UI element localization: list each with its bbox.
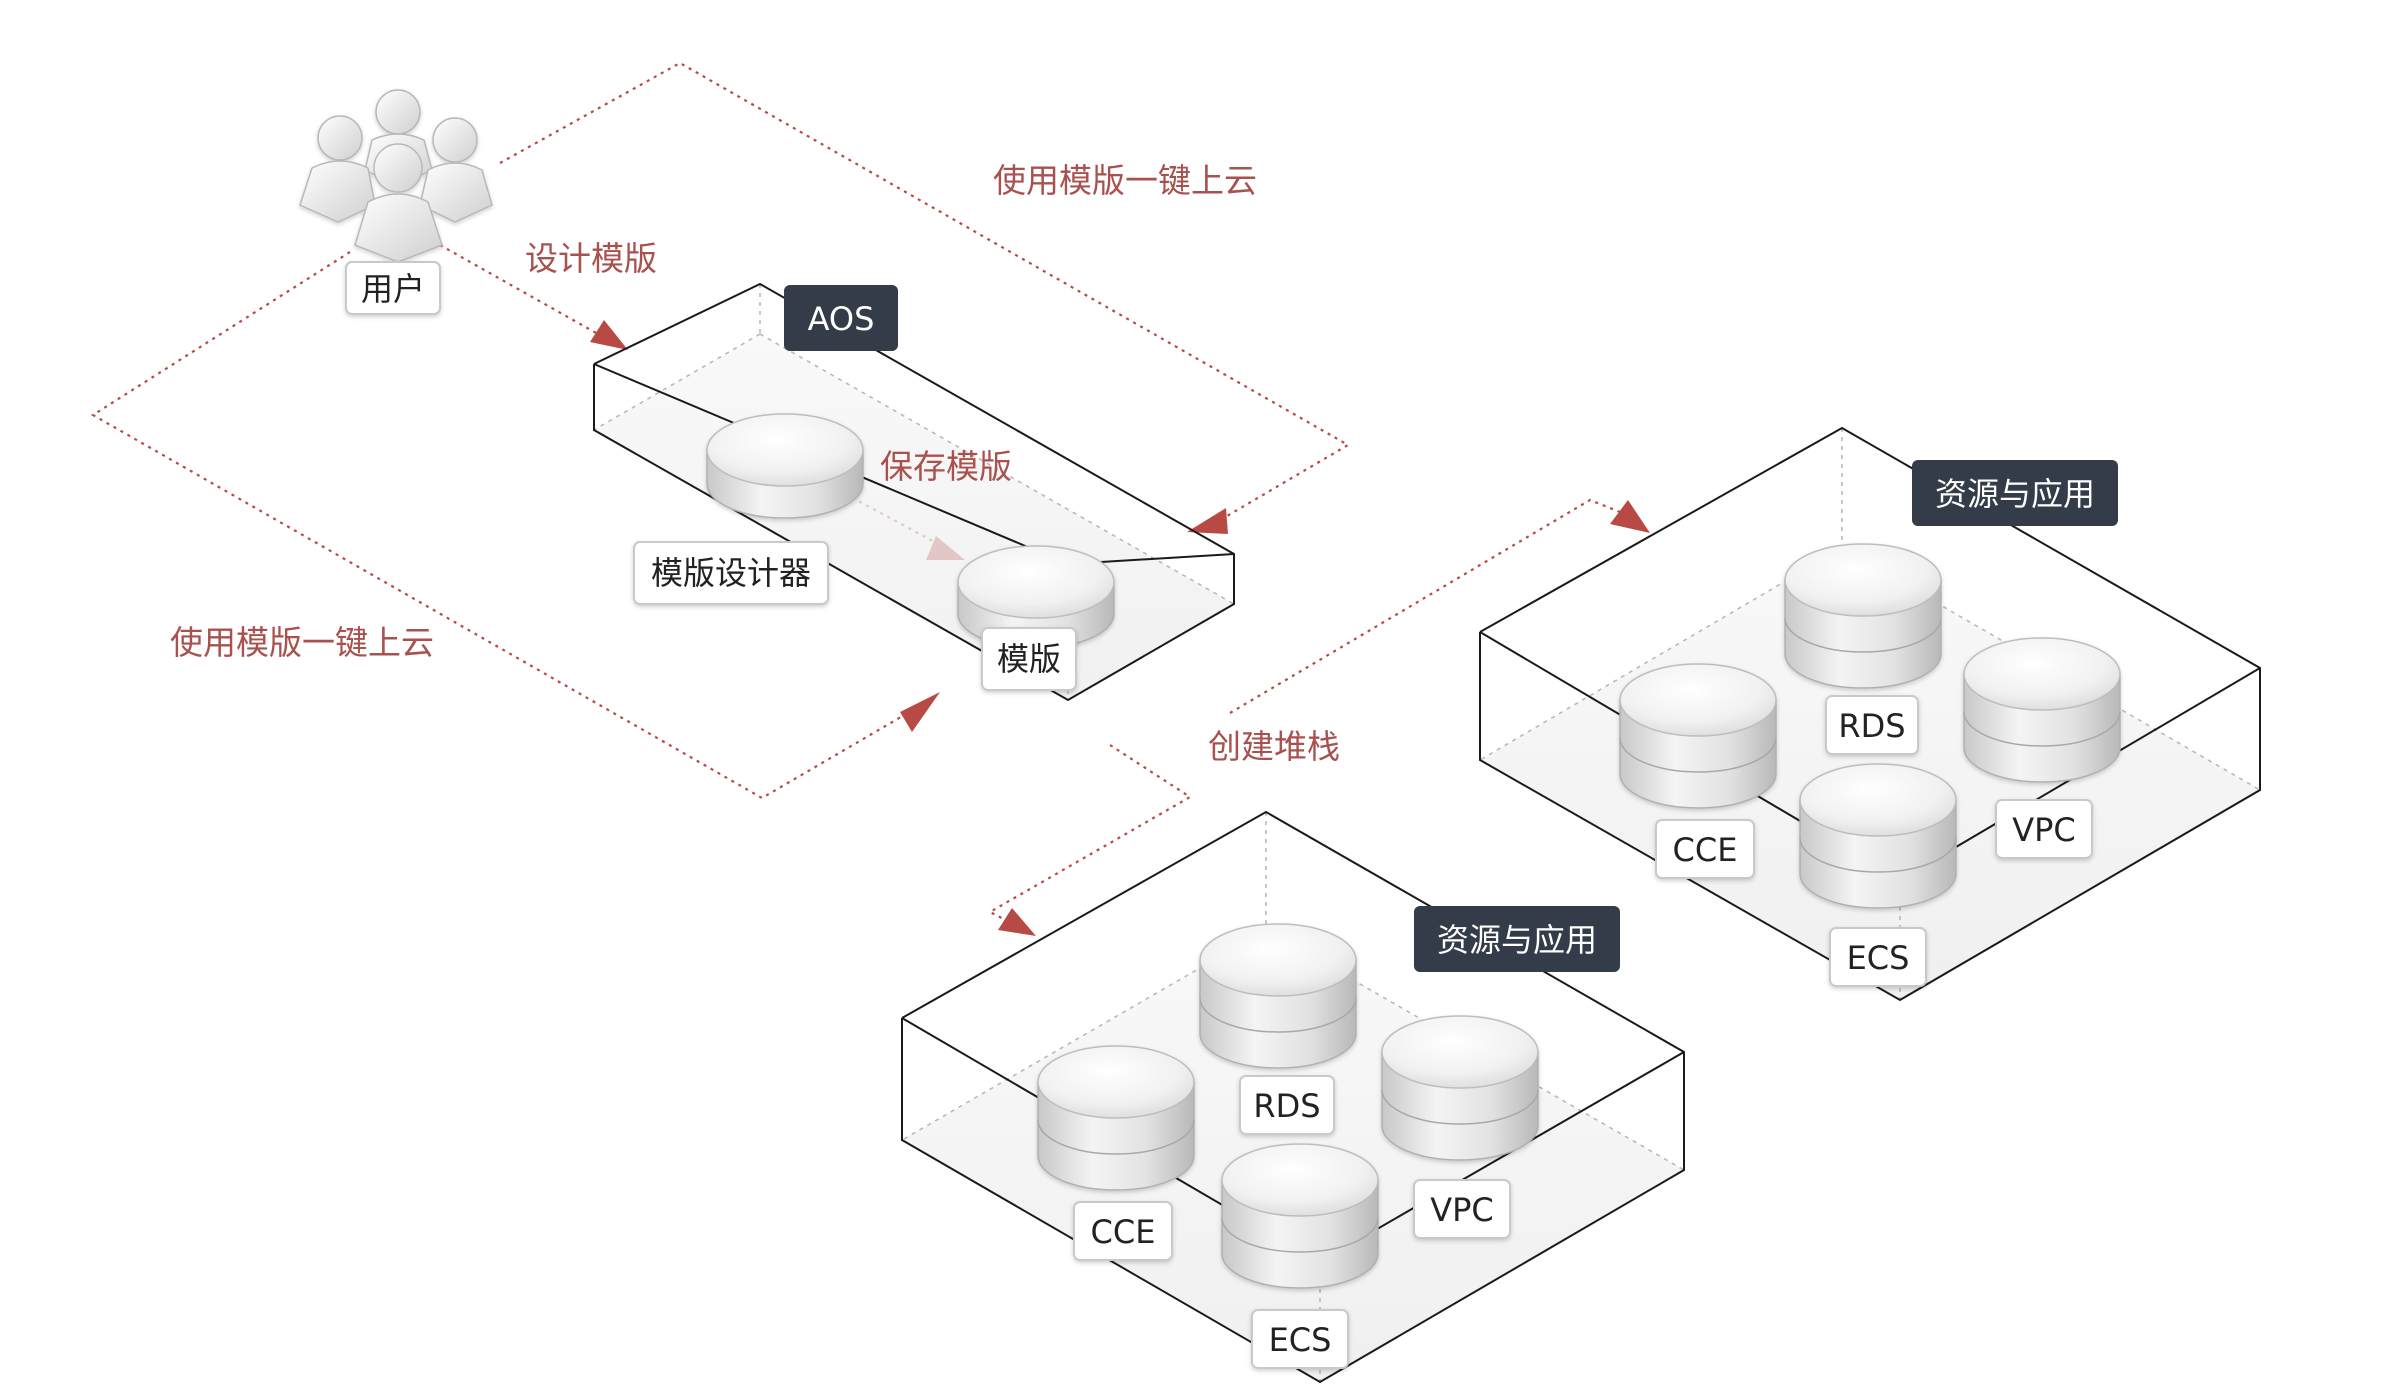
cce-cylinder-right xyxy=(1619,663,1777,809)
arrow-bottom-stack-head xyxy=(998,908,1036,936)
aos-box xyxy=(593,282,1235,702)
vpc-label-right: VPC xyxy=(1995,799,2093,859)
ecs-label-bottom: ECS xyxy=(1251,1309,1349,1369)
vpc-label-bottom: VPC xyxy=(1413,1179,1511,1239)
rds-label-right-text: RDS xyxy=(1838,707,1905,745)
flow-design-label: 设计模版 xyxy=(525,239,657,278)
flow-deploy-left-label: 使用模版一键上云 xyxy=(170,623,434,662)
cce-label-right-text: CCE xyxy=(1673,831,1738,869)
rds-cylinder-right xyxy=(1784,543,1942,689)
template-label-text: 模版 xyxy=(997,640,1061,678)
template-designer-label: 模版设计器 xyxy=(633,541,829,605)
cce-label-right: CCE xyxy=(1655,819,1755,879)
arrow-left-head xyxy=(900,692,940,732)
aos-tag: AOS xyxy=(784,285,898,351)
aos-tag-text: AOS xyxy=(808,300,875,338)
template-designer-label-text: 模版设计器 xyxy=(651,554,811,592)
flow-save-label: 保存模版 xyxy=(880,447,1012,486)
arrow-design-head xyxy=(590,320,628,350)
ecs-cylinder-bottom xyxy=(1221,1143,1379,1289)
flow-create-right-line xyxy=(1229,498,1641,714)
flow-create-stack-label: 创建堆栈 xyxy=(1208,727,1340,766)
arrow-right-stack-head xyxy=(1610,500,1650,533)
user-label-text: 用户 xyxy=(361,270,425,308)
ecs-label-right: ECS xyxy=(1829,927,1927,987)
flow-deploy-top-label: 使用模版一键上云 xyxy=(993,161,1257,200)
rds-label-bottom-text: RDS xyxy=(1253,1087,1320,1125)
resource-stack-bottom-tag-text: 资源与应用 xyxy=(1437,921,1597,959)
ecs-cylinder-right xyxy=(1799,763,1957,909)
resource-stack-right-tag: 资源与应用 xyxy=(1912,460,2118,526)
vpc-cylinder-bottom xyxy=(1381,1015,1539,1161)
template-label: 模版 xyxy=(981,627,1077,691)
template-designer-cylinder xyxy=(706,413,864,519)
ecs-label-bottom-text: ECS xyxy=(1269,1321,1332,1359)
cce-label-bottom: CCE xyxy=(1073,1201,1173,1261)
vpc-cylinder-right xyxy=(1963,637,2121,783)
cce-cylinder-bottom xyxy=(1037,1045,1195,1191)
flow-deploy-left-line xyxy=(90,251,931,800)
cce-label-bottom-text: CCE xyxy=(1091,1213,1156,1251)
resource-stack-bottom-tag: 资源与应用 xyxy=(1414,906,1620,972)
rds-label-bottom: RDS xyxy=(1239,1075,1335,1135)
user-label: 用户 xyxy=(345,261,441,315)
flow-create-bottom-line xyxy=(987,744,1193,931)
rds-label-right: RDS xyxy=(1825,695,1919,755)
vpc-label-right-text: VPC xyxy=(2012,811,2076,849)
rds-cylinder-bottom xyxy=(1199,923,1357,1069)
arrow-top-head xyxy=(1187,508,1228,534)
resource-stack-right-tag-text: 资源与应用 xyxy=(1935,475,2095,513)
vpc-label-bottom-text: VPC xyxy=(1430,1191,1494,1229)
user-group-icon xyxy=(299,89,493,263)
ecs-label-right-text: ECS xyxy=(1847,939,1910,977)
